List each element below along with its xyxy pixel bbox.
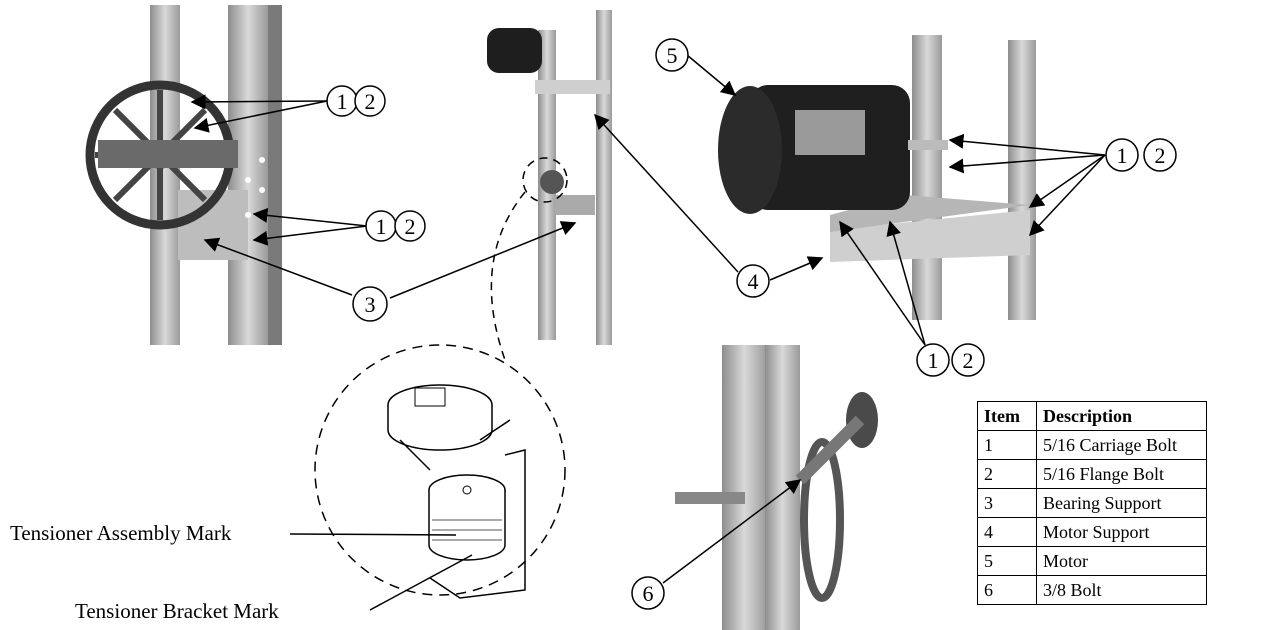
callout-set-bottom: 1 2 <box>916 343 985 377</box>
header-description: Description <box>1036 401 1207 431</box>
table-header-row: Item Description <box>977 401 1207 431</box>
row-item: 5 <box>977 546 1037 576</box>
callout-2: 2 <box>405 214 416 239</box>
row-item: 4 <box>977 517 1037 547</box>
row-description: Motor <box>1036 546 1207 576</box>
callout-2: 2 <box>963 348 974 373</box>
row-description: 3/8 Bolt <box>1036 575 1207 605</box>
callout-set-mid-left: 1 2 <box>365 210 426 242</box>
callout-set-right: 1 2 <box>1105 138 1177 172</box>
row-item: 3 <box>977 488 1037 518</box>
callout-4: 4 <box>748 269 759 294</box>
photo-tensioner <box>675 345 878 630</box>
parts-table: Item Description 1 5/16 Carriage Bolt 2 … <box>977 401 1207 605</box>
row-item: 1 <box>977 430 1037 460</box>
zoom-detail <box>314 157 568 599</box>
callout-set-top-left: 1 2 <box>326 85 386 117</box>
callout-5: 5 <box>667 43 678 68</box>
row-description: 5/16 Flange Bolt <box>1036 459 1207 489</box>
table-row: 3 Bearing Support <box>977 488 1207 518</box>
photo-bearing-support <box>85 5 282 345</box>
row-description: Bearing Support <box>1036 488 1207 518</box>
callout-1: 1 <box>376 214 387 239</box>
row-description: 5/16 Carriage Bolt <box>1036 430 1207 460</box>
table-row: 1 5/16 Carriage Bolt <box>977 430 1207 460</box>
photo-full-rail <box>487 10 612 345</box>
callout-2: 2 <box>1155 143 1166 168</box>
photo-motor-support <box>718 35 1036 320</box>
table-row: 6 3/8 Bolt <box>977 575 1207 605</box>
row-item: 2 <box>977 459 1037 489</box>
callout-3: 3 <box>365 292 376 317</box>
callout-3-group: 3 <box>352 286 388 322</box>
leader-arrows <box>190 54 1106 611</box>
row-description: Motor Support <box>1036 517 1207 547</box>
callout-6: 6 <box>643 581 654 606</box>
tensioner-bracket-mark-label: Tensioner Bracket Mark <box>75 599 279 623</box>
table-row: 2 5/16 Flange Bolt <box>977 459 1207 489</box>
callout-1: 1 <box>1117 143 1128 168</box>
callout-2: 2 <box>365 89 376 114</box>
header-item: Item <box>977 401 1037 431</box>
row-item: 6 <box>977 575 1037 605</box>
tensioner-assembly-mark-label: Tensioner Assembly Mark <box>10 521 232 545</box>
callout-5-group: 5 <box>655 38 689 72</box>
table-row: 4 Motor Support <box>977 517 1207 547</box>
callout-6-group: 6 <box>631 576 665 610</box>
callout-1: 1 <box>337 89 348 114</box>
callout-1: 1 <box>928 348 939 373</box>
table-row: 5 Motor <box>977 546 1207 576</box>
callout-4-group: 4 <box>736 264 770 298</box>
